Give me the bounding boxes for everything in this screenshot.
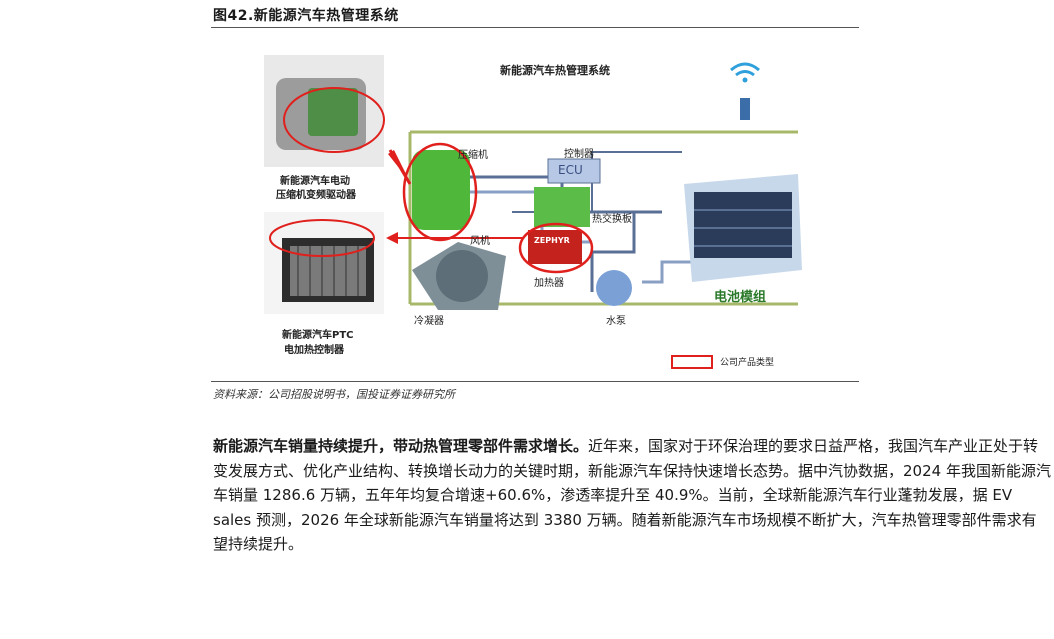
legend-swatch (671, 355, 713, 369)
caption-rule (211, 27, 859, 28)
label-pump: 水泵 (606, 316, 626, 327)
body-paragraph: 新能源汽车销量持续提升，带动热管理零部件需求增长。近年来，国家对于环保治理的要求… (213, 434, 1051, 557)
ecu-box (547, 158, 601, 184)
paragraph-lead: 新能源汽车销量持续提升，带动热管理零部件需求增长。 (213, 437, 589, 455)
label-compressor: 压缩机 (458, 150, 488, 161)
water-pump (596, 270, 632, 306)
label-ptc-2: 电加热控制器 (284, 345, 344, 356)
label-heater: 加热器 (534, 278, 564, 289)
label-condenser: 冷凝器 (414, 316, 444, 327)
legend-label: 公司产品类型 (720, 358, 775, 368)
heater-unit (528, 230, 582, 264)
compressor-unit (412, 150, 470, 230)
figure-bottom-rule (211, 381, 859, 382)
label-compressor-driver-1: 新能源汽车电动 (280, 176, 350, 187)
label-controller: 控制器 (564, 149, 594, 160)
source-note: 资料来源：公司招股说明书，国投证券证券研究所 (213, 388, 455, 401)
arrow-to-ptc-controller (386, 232, 398, 244)
label-battery: 电池模组 (714, 290, 767, 305)
label-fan: 风机 (470, 236, 490, 247)
label-ptc-1: 新能源汽车PTC (282, 330, 354, 341)
label-heat-exchanger: 热交换板 (592, 214, 632, 225)
heat-exchanger (534, 187, 590, 227)
label-compressor-driver-2: 压缩机变频驱动器 (276, 190, 356, 201)
paragraph-body: 近年来，国家对于环保治理的要求日益严格，我国汽车产业正处于转变发展方式、优化产业… (213, 437, 1051, 553)
diagram-svg (264, 55, 802, 369)
label-ecu: ECU (558, 163, 583, 177)
label-heater-brand: ZEPHYR (534, 236, 570, 245)
wifi-icon (730, 62, 760, 77)
antenna (740, 98, 750, 120)
figure-caption: 图42.新能源汽车热管理系统 (213, 8, 399, 24)
thermal-system-diagram: 新能源汽车热管理系统 压缩机 控制器 ECU 热交换板 风机 ZEPHYR 加热… (262, 42, 822, 380)
diagram-title: 新能源汽车热管理系统 (500, 64, 610, 77)
